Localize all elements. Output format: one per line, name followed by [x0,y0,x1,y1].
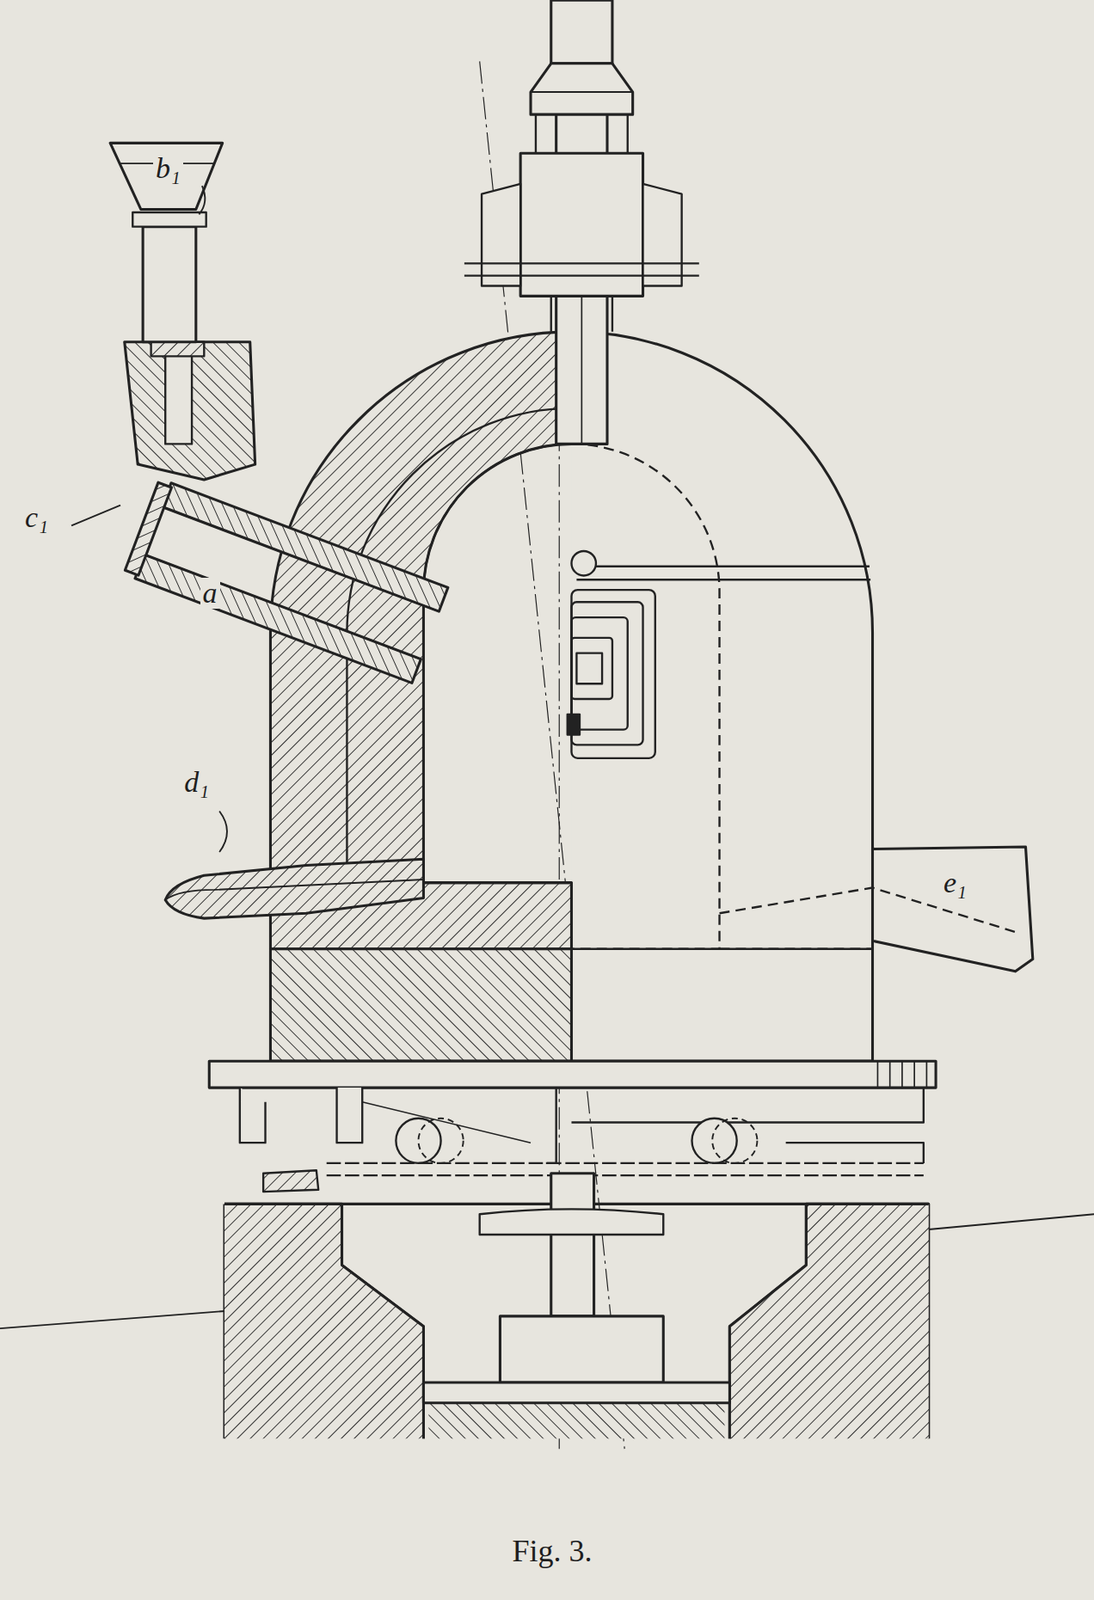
nut [530,63,634,115]
dome-exterior [571,331,873,1062]
feed-label: b₁ [153,153,184,185]
tube-label: a [200,577,221,609]
discharge-label: e₁ [940,867,970,899]
spout-label: d₁ [181,767,212,799]
figure-caption: Fig. 3. [511,1536,592,1568]
plug-label: c₁ [22,502,51,534]
turntable [208,1061,936,1088]
feed-tube [123,479,449,684]
coil-detail [567,590,656,759]
base-block [270,949,572,1063]
spindle [551,1173,595,1317]
foundation [224,1204,424,1439]
discharge-spout [872,847,1033,972]
feed-boss [124,342,256,480]
feed-pipe [142,227,197,343]
overflow-spout [165,859,424,919]
plug [124,482,172,576]
